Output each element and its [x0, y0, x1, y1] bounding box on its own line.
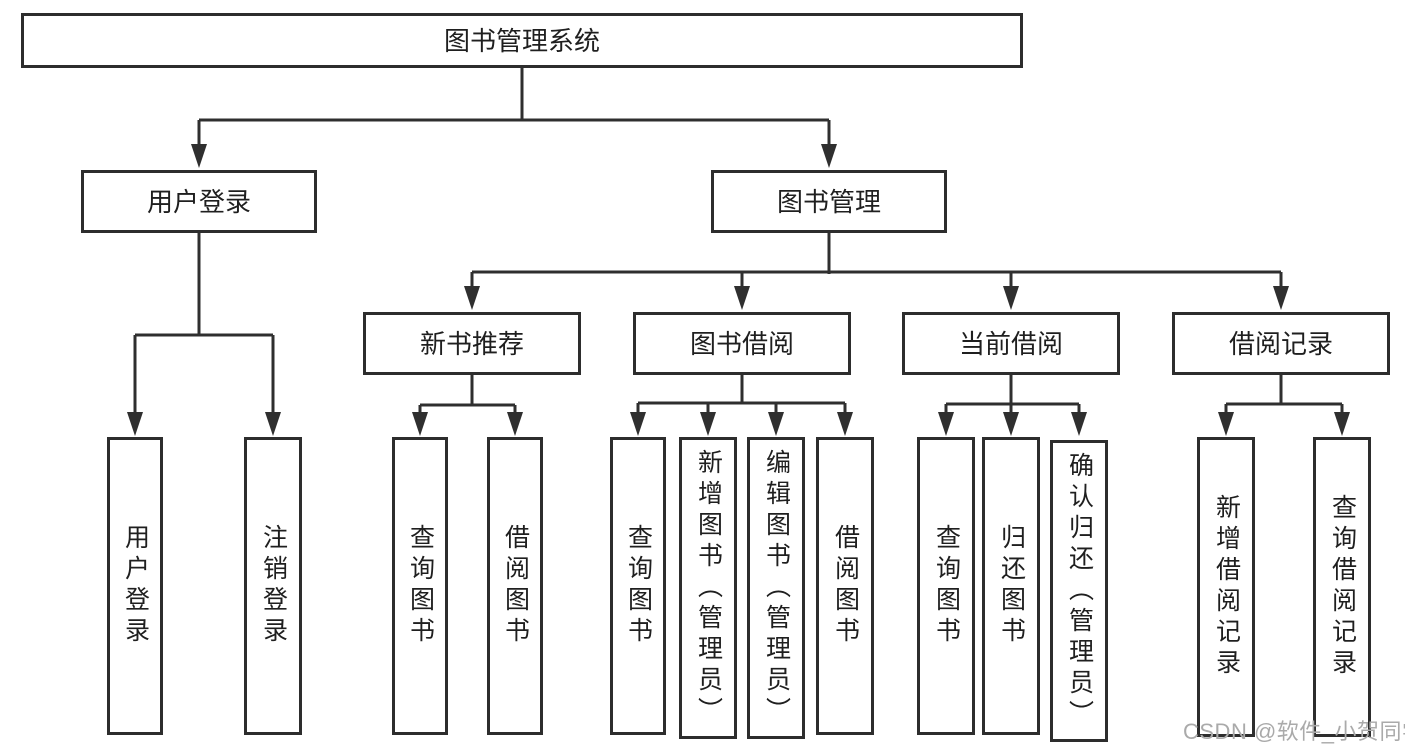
- node-add-borrow-record: 新增借阅记录: [1197, 437, 1255, 737]
- node-query-books-recommend: 查询图书: [392, 437, 448, 735]
- node-query-borrow-record: 查询借阅记录: [1313, 437, 1371, 737]
- node-book-management: 图书管理: [711, 170, 947, 233]
- arrowheads: [127, 144, 1350, 436]
- node-current-borrowing: 当前借阅: [902, 312, 1120, 375]
- node-book-borrowing: 图书借阅: [633, 312, 851, 375]
- node-edit-books-admin: 编辑图书（管理员）: [747, 437, 805, 739]
- node-add-books-admin: 新增图书（管理员）: [679, 437, 737, 739]
- node-borrowing-records: 借阅记录: [1172, 312, 1390, 375]
- node-query-books-current: 查询图书: [917, 437, 975, 735]
- watermark-text: CSDN @软件_小贺同学: [1183, 719, 1405, 744]
- node-user-login: 用户登录: [81, 170, 317, 233]
- node-library-system: 图书管理系统: [21, 13, 1023, 68]
- node-borrow-books-leaf: 借阅图书: [816, 437, 874, 735]
- node-query-books-borrowing: 查询图书: [610, 437, 666, 735]
- node-logout: 注销登录: [244, 437, 302, 735]
- node-new-book-recommendation: 新书推荐: [363, 312, 581, 375]
- node-return-books: 归还图书: [982, 437, 1040, 735]
- node-confirm-return-admin: 确认归还（管理员）: [1050, 440, 1108, 742]
- node-user-login-leaf: 用户登录: [107, 437, 163, 735]
- node-borrow-books-recommend: 借阅图书: [487, 437, 543, 735]
